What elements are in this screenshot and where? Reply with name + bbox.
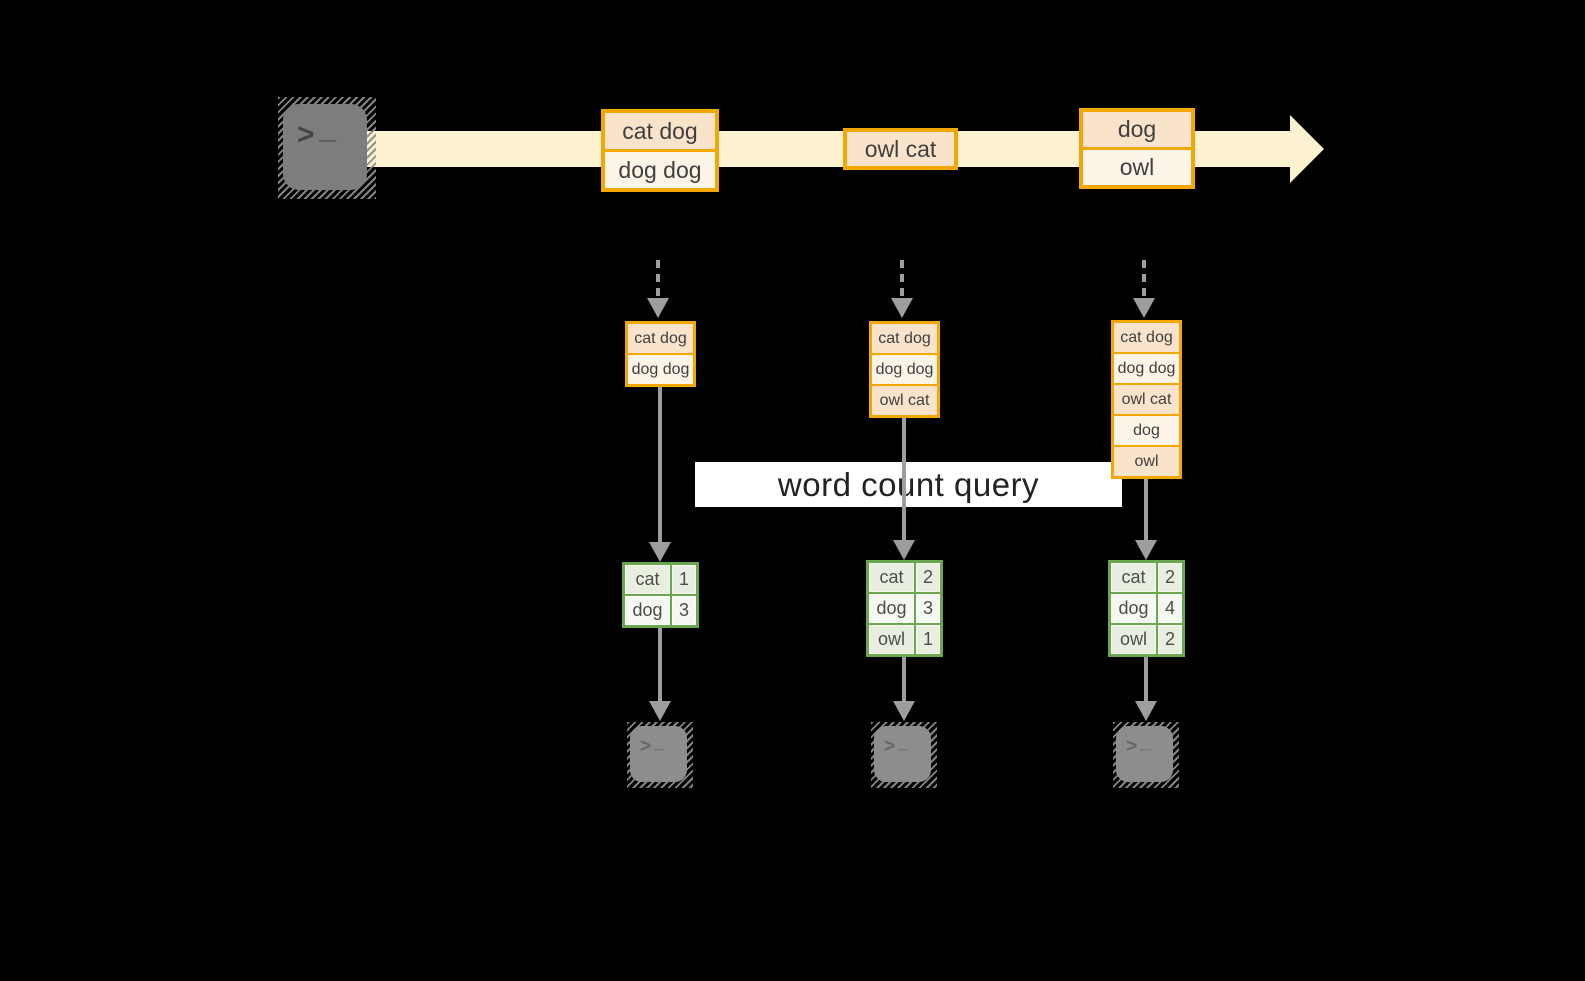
sink-terminal-icon-1: > _ <box>627 722 693 788</box>
dashed-arrow-head-2 <box>891 298 913 318</box>
sink-arrow-line-1 <box>658 628 662 702</box>
word-cell: cat <box>1111 563 1156 592</box>
sink-arrow-head-2 <box>893 701 915 721</box>
count-cell: 1 <box>916 625 940 654</box>
count-table-1: cat 1 dog 3 <box>622 562 699 628</box>
dashed-arrow-head-1 <box>647 298 669 318</box>
prompt-chevron: > <box>884 736 896 757</box>
count-cell: 2 <box>1158 625 1182 654</box>
sink-arrow-line-3 <box>1144 657 1148 702</box>
query-arrow-head-2 <box>893 540 915 560</box>
word-cell: cat <box>625 565 670 594</box>
prompt-chevron: > <box>640 736 652 757</box>
count-cell: 3 <box>916 594 940 623</box>
buffer-line: owl <box>1114 445 1179 476</box>
sink-arrow-head-1 <box>649 701 671 721</box>
dashed-arrow-line-2 <box>900 260 904 296</box>
buffer-line: dog dog <box>628 353 693 384</box>
prompt-chevron: > <box>1126 736 1138 757</box>
query-arrow-head-1 <box>649 542 671 562</box>
event-box-3: dog owl <box>1079 108 1195 189</box>
sink-terminal-icon-2: > _ <box>871 722 937 788</box>
buffer-line: dog dog <box>872 353 937 384</box>
buffer-line: owl cat <box>1114 383 1179 414</box>
dashed-arrow-head-3 <box>1133 298 1155 318</box>
source-terminal-icon: > _ <box>278 97 376 199</box>
word-cell: cat <box>869 563 914 592</box>
prompt-chevron: > <box>297 118 315 151</box>
sink-arrow-head-3 <box>1135 701 1157 721</box>
query-arrow-line-3 <box>1144 477 1148 541</box>
terminal-prompt: > _ <box>630 726 687 782</box>
prompt-underscore: _ <box>654 732 665 753</box>
count-cell: 1 <box>672 565 696 594</box>
sink-terminal-icon-3: > _ <box>1113 722 1179 788</box>
buffer-line: dog <box>1114 414 1179 445</box>
terminal-prompt: > _ <box>874 726 931 782</box>
count-cell: 2 <box>1158 563 1182 592</box>
buffer-line: cat dog <box>628 324 693 353</box>
prompt-underscore: _ <box>898 732 909 753</box>
word-cell: dog <box>625 596 670 625</box>
query-band: word count query <box>695 462 1122 507</box>
count-cell: 3 <box>672 596 696 625</box>
event-line: dog dog <box>605 149 715 188</box>
event-line: owl cat <box>847 132 954 166</box>
terminal-prompt: > _ <box>1116 726 1173 782</box>
event-line: owl <box>1083 147 1191 185</box>
query-arrow-line-1 <box>658 385 662 543</box>
buffer-stack-2: cat dog dog dog owl cat <box>869 321 940 418</box>
buffer-line: dog dog <box>1114 352 1179 383</box>
sink-arrow-line-2 <box>902 657 906 702</box>
event-box-2: owl cat <box>843 128 958 170</box>
event-line: dog <box>1083 112 1191 147</box>
prompt-underscore: _ <box>1140 732 1151 753</box>
stream-arrow-head <box>1290 115 1324 183</box>
buffer-line: cat dog <box>1114 323 1179 352</box>
word-cell: owl <box>869 625 914 654</box>
count-table-2: cat 2 dog 3 owl 1 <box>866 560 943 657</box>
buffer-line: owl cat <box>872 384 937 415</box>
word-cell: owl <box>1111 625 1156 654</box>
prompt-underscore: _ <box>319 112 337 145</box>
dashed-arrow-line-1 <box>656 260 660 296</box>
dashed-arrow-line-3 <box>1142 260 1146 296</box>
buffer-line: cat dog <box>872 324 937 353</box>
buffer-stack-3: cat dog dog dog owl cat dog owl <box>1111 320 1182 479</box>
count-cell: 2 <box>916 563 940 592</box>
event-line: cat dog <box>605 113 715 149</box>
query-arrow-line-2 <box>902 416 906 541</box>
buffer-stack-1: cat dog dog dog <box>625 321 696 387</box>
word-cell: dog <box>869 594 914 623</box>
count-table-3: cat 2 dog 4 owl 2 <box>1108 560 1185 657</box>
terminal-prompt: > _ <box>283 104 367 190</box>
query-arrow-head-3 <box>1135 540 1157 560</box>
event-box-1: cat dog dog dog <box>601 109 719 192</box>
query-label: word count query <box>777 465 1040 503</box>
word-cell: dog <box>1111 594 1156 623</box>
count-cell: 4 <box>1158 594 1182 623</box>
